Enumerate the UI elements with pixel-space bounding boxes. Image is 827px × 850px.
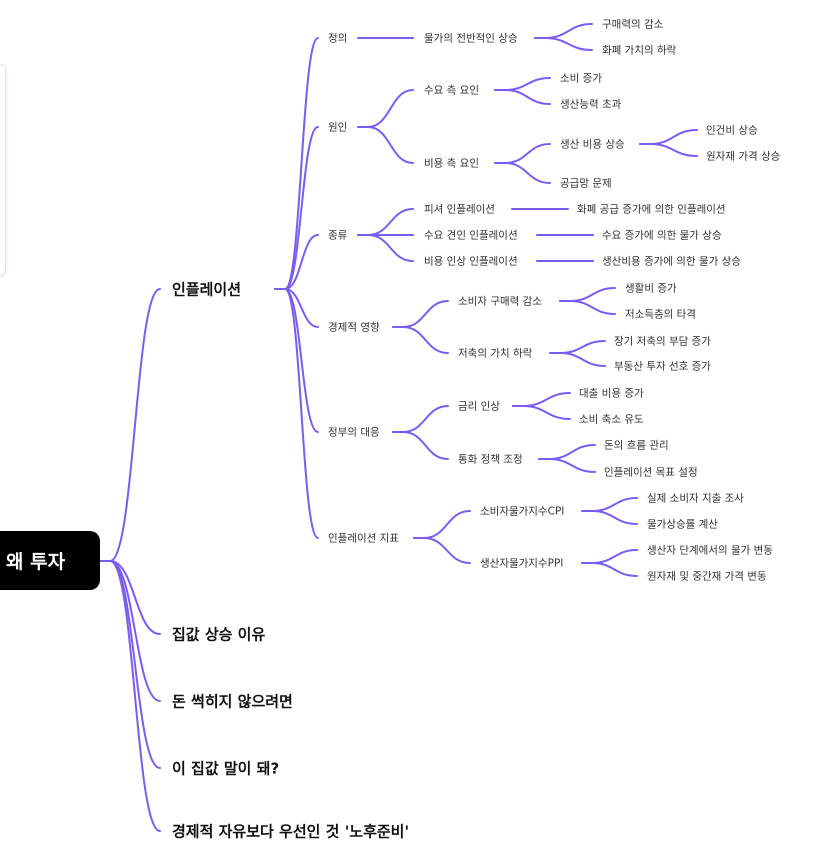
mindmap-node-level1[interactable]: 돈 썩히지 않으려면 bbox=[172, 692, 293, 711]
edge-line bbox=[494, 162, 551, 184]
edge-line bbox=[581, 497, 638, 512]
mindmap-node-level5[interactable]: 인건비 상승 bbox=[706, 124, 758, 137]
mindmap-node-level4[interactable]: 생산자 단계에서의 물가 변동 bbox=[647, 544, 773, 557]
edge-line bbox=[559, 300, 616, 315]
mindmap-node-level2[interactable]: 정부의 대응 bbox=[328, 426, 380, 439]
edge-line bbox=[639, 143, 698, 157]
mindmap-node-level3[interactable]: 물가의 전반적인 상승 bbox=[424, 32, 518, 45]
edge-line bbox=[538, 444, 596, 460]
mindmap-node-level5[interactable]: 원자재 가격 상승 bbox=[706, 150, 781, 163]
mindmap-node-level3[interactable]: 생산자물가지수PPI bbox=[480, 557, 564, 570]
mindmap-node-level1[interactable]: 이 집값 말이 돼? bbox=[172, 759, 280, 778]
mindmap-node-level2[interactable]: 원인 bbox=[328, 121, 348, 134]
edge-line bbox=[494, 89, 551, 105]
edge-line bbox=[581, 562, 638, 577]
edge-line bbox=[274, 37, 319, 290]
edge-line bbox=[549, 340, 606, 354]
mindmap-node-level1[interactable]: 인플레이션 bbox=[172, 280, 242, 299]
edge-line bbox=[392, 326, 449, 354]
edge-line bbox=[534, 23, 593, 39]
mindmap-node-level4[interactable]: 물가상승률 계산 bbox=[647, 518, 718, 531]
mindmap-node-level4[interactable]: 소비 증가 bbox=[560, 72, 602, 85]
edge-line bbox=[581, 510, 638, 525]
mindmap-node-level4[interactable]: 돈의 흐름 관리 bbox=[604, 439, 669, 452]
mindmap-node-level4[interactable]: 저소득층의 타격 bbox=[625, 308, 696, 321]
mindmap-node-level3[interactable]: 피셔 인플레이션 bbox=[424, 203, 495, 216]
mindmap-node-level2[interactable]: 정의 bbox=[328, 32, 348, 45]
edge-line bbox=[274, 288, 319, 539]
edge-line bbox=[538, 458, 596, 473]
mindmap-node-level4[interactable]: 대출 비용 증가 bbox=[579, 387, 644, 400]
mindmap-node-level3[interactable]: 통화 정책 조정 bbox=[458, 453, 523, 466]
root-node[interactable]: 왜 투자 bbox=[0, 531, 100, 590]
mindmap-node-level3[interactable]: 비용 측 요인 bbox=[424, 157, 479, 170]
edge-line bbox=[549, 352, 606, 367]
edge-line bbox=[559, 287, 616, 302]
mindmap-node-level4[interactable]: 생산능력 초과 bbox=[560, 98, 622, 111]
edge-line bbox=[534, 37, 593, 51]
mindmap-node-level4[interactable]: 생산 비용 상승 bbox=[560, 138, 625, 151]
edge-line bbox=[392, 300, 449, 328]
edge-line bbox=[357, 208, 414, 236]
edge-line bbox=[512, 405, 571, 420]
edge-line bbox=[99, 288, 161, 562]
mindmap-node-level4[interactable]: 공급망 문제 bbox=[560, 177, 612, 190]
mindmap-node-level4[interactable]: 화폐 공급 증가에 의한 인플레이션 bbox=[577, 203, 726, 216]
mindmap-node-level4[interactable]: 원자재 및 중간재 가격 변동 bbox=[647, 570, 767, 583]
mindmap-node-level2[interactable]: 인플레이션 지표 bbox=[328, 532, 399, 545]
mindmap-node-level4[interactable]: 부동산 투자 선호 증가 bbox=[614, 360, 711, 373]
mindmap-node-level4[interactable]: 구매력의 감소 bbox=[602, 18, 664, 31]
edge-line bbox=[99, 560, 161, 769]
mindmap-node-level4[interactable]: 수요 증가에 의한 물가 상승 bbox=[602, 229, 722, 242]
mindmap-node-level3[interactable]: 소비자 구매력 감소 bbox=[458, 295, 542, 308]
mindmap-node-level3[interactable]: 금리 인상 bbox=[458, 400, 500, 413]
edge-line bbox=[413, 537, 471, 564]
mindmap-node-level4[interactable]: 생산비용 증가에 의한 물가 상승 bbox=[602, 255, 741, 268]
edge-line bbox=[357, 89, 414, 128]
mindmap-node-level4[interactable]: 인플레이션 목표 설정 bbox=[604, 466, 698, 479]
edge-line bbox=[357, 234, 414, 262]
mindmap-node-level1[interactable]: 경제적 자유보다 우선인 것 '노후준비' bbox=[172, 822, 410, 841]
mindmap-node-level2[interactable]: 종류 bbox=[328, 229, 348, 242]
mindmap-node-level3[interactable]: 비용 인상 인플레이션 bbox=[424, 255, 518, 268]
edge-line bbox=[512, 392, 571, 407]
edge-line bbox=[274, 234, 319, 290]
edge-line bbox=[494, 143, 551, 164]
mindmap-node-level4[interactable]: 화폐 가치의 하락 bbox=[602, 44, 677, 57]
mindmap-node-level3[interactable]: 소비자물가지수CPI bbox=[480, 505, 565, 518]
edge-line bbox=[274, 126, 319, 290]
edge-line bbox=[494, 77, 551, 91]
edge-line bbox=[357, 126, 414, 164]
mindmap-node-level3[interactable]: 수요 측 요인 bbox=[424, 84, 479, 97]
mindmap-node-level4[interactable]: 실제 소비자 지출 조사 bbox=[647, 492, 744, 505]
edge-line bbox=[99, 560, 161, 832]
edge-line bbox=[274, 288, 319, 433]
mindmap-node-level2[interactable]: 경제적 영향 bbox=[328, 321, 380, 334]
mindmap-node-level3[interactable]: 수요 견인 인플레이션 bbox=[424, 229, 518, 242]
root-label: 왜 투자 bbox=[6, 551, 66, 573]
mindmap-node-level4[interactable]: 장기 저축의 부담 증가 bbox=[614, 335, 711, 348]
mindmap-node-level4[interactable]: 생활비 증가 bbox=[625, 282, 677, 295]
mindmap-node-level3[interactable]: 저축의 가치 하락 bbox=[458, 347, 533, 360]
mindmap-node-level1[interactable]: 집값 상승 이유 bbox=[172, 625, 266, 644]
edge-line bbox=[392, 431, 449, 460]
edge-line bbox=[639, 129, 698, 145]
edge-line bbox=[581, 549, 638, 564]
edge-line bbox=[413, 510, 471, 539]
edge-line bbox=[392, 405, 449, 433]
mindmap-node-level4[interactable]: 소비 축소 유도 bbox=[579, 413, 644, 426]
